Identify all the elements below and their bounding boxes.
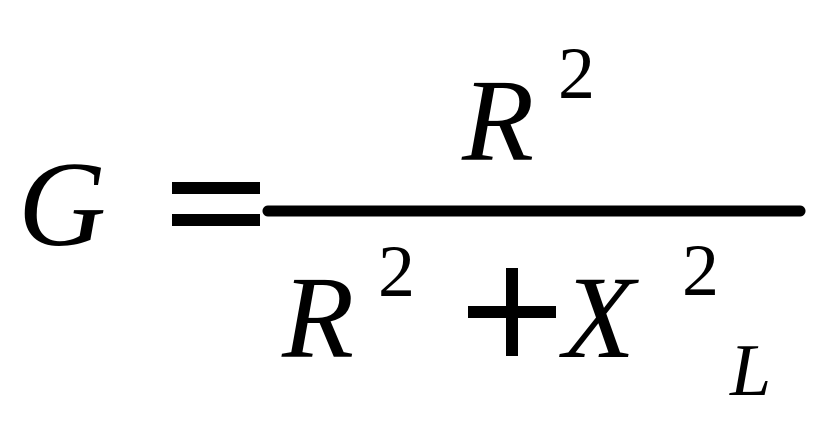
denominator-term2-base: X xyxy=(559,252,639,383)
denominator: R 2 + X 2 L xyxy=(281,230,771,412)
equals-sign: = xyxy=(172,182,260,226)
denominator-term1-exponent: 2 xyxy=(378,231,415,313)
equals-bar-top xyxy=(172,182,260,194)
equals-bar-bottom xyxy=(172,214,260,226)
numerator-base: R xyxy=(461,55,534,186)
plus-bar-vertical xyxy=(506,268,518,356)
numerator: R 2 xyxy=(461,33,595,186)
denominator-term2-subscript: L xyxy=(729,330,771,412)
numerator-exponent: 2 xyxy=(558,33,595,115)
plus-sign: + xyxy=(468,268,556,356)
denominator-term2-exponent: 2 xyxy=(682,230,719,312)
denominator-term1-base: R xyxy=(281,252,354,383)
lhs-symbol: G xyxy=(18,137,106,272)
